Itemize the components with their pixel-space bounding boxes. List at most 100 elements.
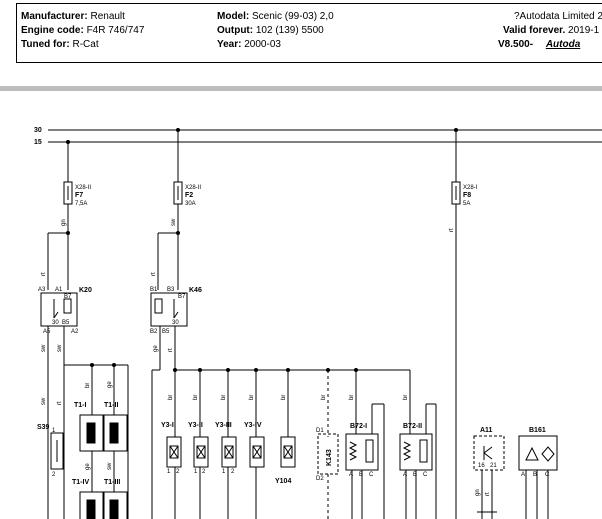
wire-color-label: rt bbox=[485, 492, 491, 496]
module-a11 bbox=[473, 435, 505, 471]
pin-label: C bbox=[369, 472, 374, 478]
junction-dot bbox=[286, 368, 290, 372]
pin-label: 2 bbox=[231, 469, 235, 475]
copyright-text: ?Autodata Limited 2 bbox=[514, 11, 602, 22]
label-y3-iii: Y3-III bbox=[215, 422, 232, 429]
wire-color-label: br bbox=[85, 383, 91, 388]
fuse-f7-name: F7 bbox=[75, 192, 83, 199]
wire-color-label: rt bbox=[168, 348, 174, 352]
pin-label: B1 bbox=[150, 287, 158, 293]
pin-label: B7 bbox=[64, 294, 72, 300]
wire-color-label: br bbox=[403, 395, 409, 400]
wire-color-label: ge bbox=[107, 381, 113, 388]
wire-color-label: sw bbox=[41, 397, 47, 405]
junction-dot bbox=[226, 368, 230, 372]
manufacturer-row: Manufacturer: Renault bbox=[21, 10, 125, 23]
pin-label: D1 bbox=[316, 428, 324, 434]
junction-dot bbox=[454, 128, 458, 132]
valid-label: Valid forever. bbox=[503, 25, 566, 36]
fuse-f8-name: F8 bbox=[463, 192, 471, 199]
valve-y104 bbox=[280, 436, 296, 468]
coil-t1-iv bbox=[79, 491, 105, 519]
junction-dot bbox=[90, 363, 94, 367]
pin-label: 2 bbox=[176, 469, 180, 475]
junction-dot bbox=[354, 368, 358, 372]
junction-dot bbox=[176, 128, 180, 132]
pin-label: A5 bbox=[43, 329, 51, 335]
fuse-f8-rating: 5A bbox=[463, 201, 470, 207]
version-text: V8.500- bbox=[498, 39, 534, 50]
label-b72-ii: B72-II bbox=[403, 423, 422, 430]
pin-label: 2 bbox=[52, 472, 56, 478]
wire-color-label: rt bbox=[151, 272, 157, 276]
junction-dot bbox=[254, 368, 258, 372]
manufacturer-value: Renault bbox=[90, 11, 125, 22]
engine-code-label: Engine code: bbox=[21, 25, 84, 36]
label-t1-iii: T1-III bbox=[104, 479, 120, 486]
junction-dot bbox=[112, 363, 116, 367]
wire-color-label: br bbox=[221, 395, 227, 400]
engine-code-value: F4R 746/747 bbox=[86, 25, 145, 36]
junction-dot bbox=[66, 140, 70, 144]
wire-color-label: br bbox=[249, 395, 255, 400]
relay-k20 bbox=[40, 292, 78, 327]
pin-label: A3 bbox=[38, 287, 46, 293]
label-t1-iv: T1-IV bbox=[72, 479, 89, 486]
label-t1-ii: T1-II bbox=[104, 402, 118, 409]
junction-dot bbox=[176, 231, 180, 235]
output-value: 102 (139) 5500 bbox=[255, 25, 324, 36]
pin-label: B3 bbox=[167, 287, 175, 293]
version-row: V8.500- Autoda bbox=[498, 38, 580, 51]
pin-label: A bbox=[403, 472, 407, 478]
pin-label: B5 bbox=[162, 329, 170, 335]
wire-color-label: gn bbox=[475, 489, 481, 496]
pin-label: 30 bbox=[52, 320, 59, 326]
year-row: Year: 2000-03 bbox=[217, 38, 281, 51]
pin-label: 16 bbox=[478, 463, 485, 469]
junction-dot bbox=[326, 368, 330, 372]
pin-label: 30 bbox=[172, 320, 179, 326]
engine-code-row: Engine code: F4R 746/747 bbox=[21, 24, 144, 37]
label-b72-i: B72-I bbox=[350, 423, 367, 430]
fuse-f8-ref: X28-I bbox=[463, 185, 478, 191]
fuse-f2-ref: X28-II bbox=[185, 185, 201, 191]
pin-label: C bbox=[545, 472, 550, 478]
pin-label: 2 bbox=[202, 469, 206, 475]
wire-color-label: ge bbox=[85, 463, 91, 470]
tuned-for-row: Tuned for: R-Cat bbox=[21, 38, 99, 51]
coil-t1-ii bbox=[102, 414, 128, 452]
pin-label: A bbox=[521, 472, 525, 478]
wire-color-label: gn bbox=[61, 219, 67, 226]
model-label: Model: bbox=[217, 11, 250, 22]
pin-label: B7 bbox=[178, 294, 186, 300]
pin-label: A2 bbox=[71, 329, 79, 335]
model-value: Scenic (99-03) 2,0 bbox=[252, 11, 334, 22]
output-row: Output: 102 (139) 5500 bbox=[217, 24, 324, 37]
manufacturer-label: Manufacturer: bbox=[21, 11, 88, 22]
fuse-f7-rating: 7,5A bbox=[75, 201, 87, 207]
valid-value: 2019-1 bbox=[568, 25, 600, 36]
label-y3-iv: Y3-IV bbox=[244, 422, 262, 429]
pin-label: 1 bbox=[194, 469, 198, 475]
pin-label: D2 bbox=[316, 476, 324, 482]
pin-label: 1 bbox=[52, 428, 56, 434]
relay-k46-label: K46 bbox=[189, 287, 202, 294]
label-y3-i: Y3-I bbox=[161, 422, 174, 429]
fuse-f2-rating: 30A bbox=[185, 201, 196, 207]
pin-label: 21 bbox=[490, 463, 497, 469]
relay-k20-label: K20 bbox=[79, 287, 92, 294]
label-y3-ii: Y3-II bbox=[188, 422, 203, 429]
injector-y3-ii bbox=[193, 436, 209, 468]
pin-label: A bbox=[349, 472, 353, 478]
pin-label: B bbox=[359, 472, 363, 478]
wire-color-label: rt bbox=[57, 401, 63, 405]
junction-dot bbox=[173, 368, 177, 372]
tuned-for-label: Tuned for: bbox=[21, 39, 70, 50]
title-block: Manufacturer: Renault Engine code: F4R 7… bbox=[16, 3, 602, 63]
header-divider bbox=[0, 86, 602, 91]
model-row: Model: Scenic (99-03) 2,0 bbox=[217, 10, 334, 23]
output-label: Output: bbox=[217, 25, 254, 36]
wire-color-label: sw bbox=[57, 344, 63, 352]
brand-logo: Autoda bbox=[545, 39, 581, 50]
